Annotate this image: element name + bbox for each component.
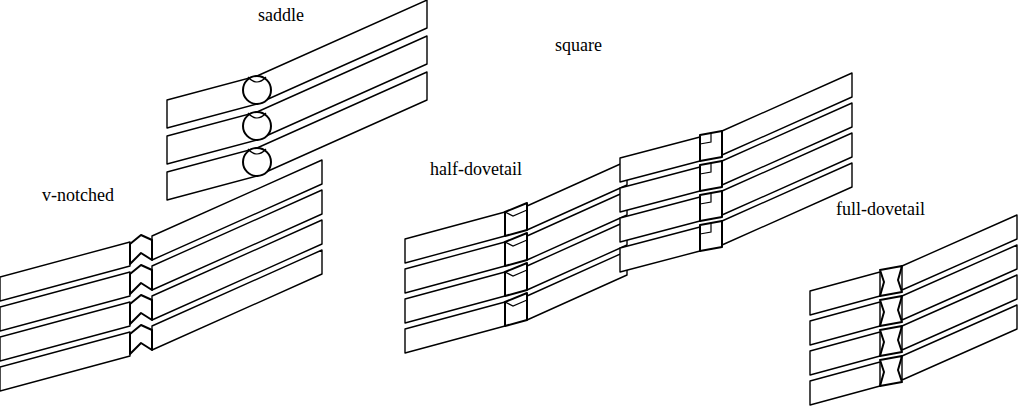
corner-type-label: square [555,36,602,56]
full-dovetail-corner [810,215,1017,405]
v-notched-corner [0,160,322,391]
corner-type-label: full-dovetail [836,200,925,220]
half-dovetail-corner [405,161,627,353]
corner-type-label: half-dovetail [430,160,522,180]
log-layer [0,190,322,331]
square-corner [620,73,852,272]
log-layer [167,0,427,128]
log-layer [405,161,627,263]
log-layer [0,160,322,301]
saddle-corner [167,0,427,200]
corner-type-label: saddle [258,6,304,26]
log-layer [620,73,852,182]
corner-type-label: v-notched [42,186,114,206]
log-layer [810,215,1017,315]
